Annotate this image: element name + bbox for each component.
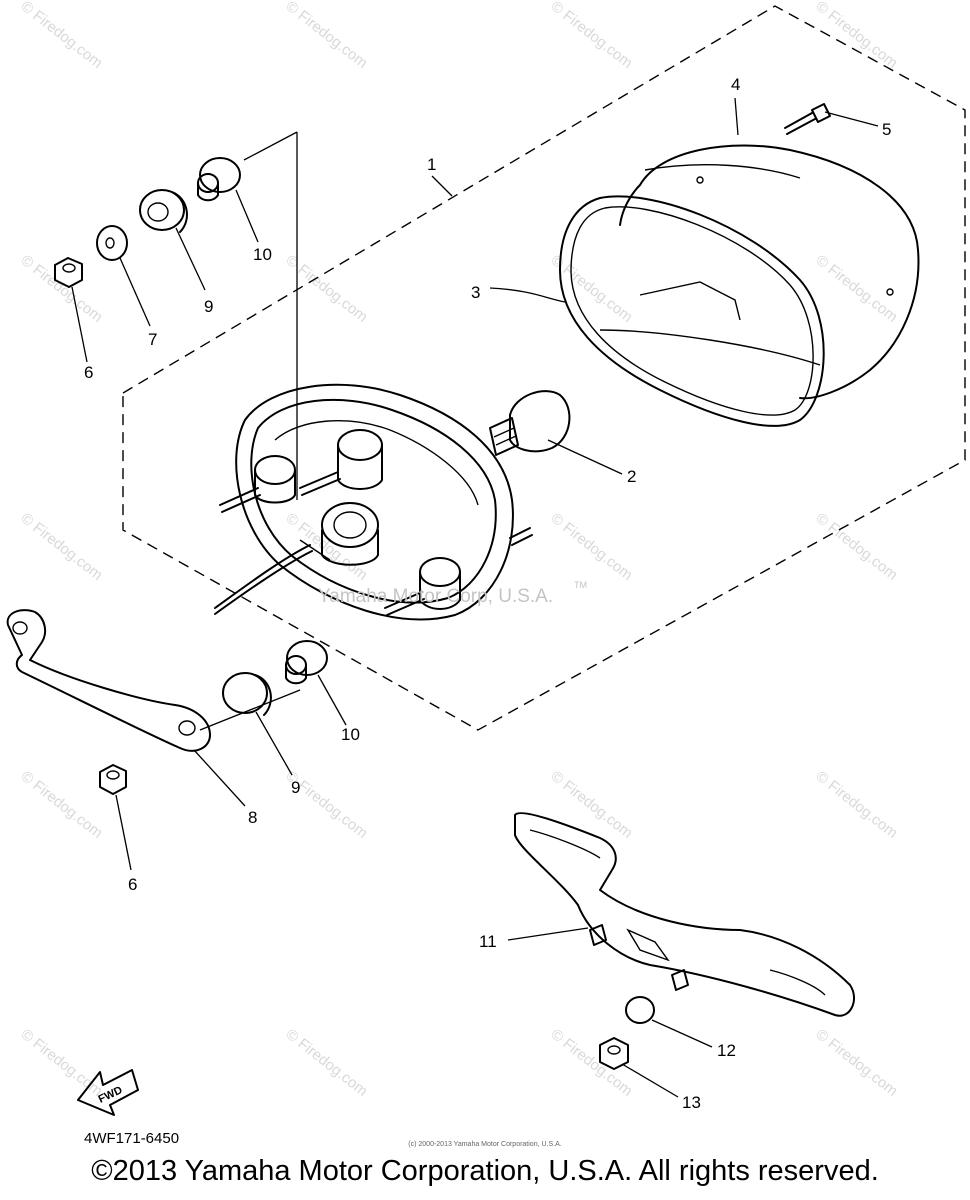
callout-10-upper: 10: [253, 245, 272, 264]
footer-copyright: ©2013 Yamaha Motor Corporation, U.S.A. A…: [91, 1155, 879, 1187]
screw: [784, 103, 831, 135]
collar-upper: [197, 157, 241, 202]
washer-lower: [625, 996, 655, 1024]
watermark: © Firedog.com: [813, 768, 901, 842]
washer: [96, 225, 128, 261]
watermark: © Firedog.com: [813, 0, 901, 72]
watermark: © Firedog.com: [813, 1026, 901, 1100]
reference-line: [243, 131, 298, 161]
callout-8: 8: [248, 808, 257, 827]
watermark: © Firedog.com: [548, 1026, 636, 1100]
license-bracket: [514, 812, 855, 1017]
watermark: © Firedog.com: [548, 768, 636, 842]
watermark: © Firedog.com: [813, 252, 901, 326]
callout-labels: 1 2 3 4 5 6 6 7 8 9 9 10 10 11 12 13: [84, 75, 891, 1112]
watermark: © Firedog.com: [18, 510, 106, 584]
watermark: © Firedog.com: [18, 1026, 106, 1100]
watermark-layer: © Firedog.com © Firedog.com © Firedog.co…: [18, 0, 901, 1100]
nut-flange: [599, 1037, 629, 1070]
callout-10-lower: 10: [341, 725, 360, 744]
center-watermark-tm: TM: [574, 580, 587, 590]
watermark: © Firedog.com: [283, 0, 371, 72]
callout-4: 4: [731, 75, 740, 94]
callout-7: 7: [148, 330, 157, 349]
assembly-boundary: [122, 5, 966, 731]
nut-upper: [54, 257, 83, 288]
callout-11: 11: [479, 932, 497, 951]
callout-3: 3: [471, 283, 480, 302]
bulb: [489, 390, 571, 456]
leader-lines: [71, 97, 879, 1098]
diagram-code: 4WF171-6450: [84, 1130, 180, 1147]
watermark: © Firedog.com: [283, 252, 371, 326]
callout-12: 12: [717, 1041, 736, 1060]
watermark: © Firedog.com: [18, 768, 106, 842]
nut-lower: [99, 764, 127, 795]
watermark: © Firedog.com: [283, 1026, 371, 1100]
center-watermark: Yamaha Motor Corp, U.S.A.: [318, 586, 553, 607]
callout-6-lower: 6: [128, 875, 137, 894]
callout-9-lower: 9: [291, 778, 300, 797]
footer-small-copyright: (c) 2000-2013 Yamaha Motor Corporation, …: [408, 1141, 562, 1148]
watermark: © Firedog.com: [548, 0, 636, 72]
stay-bracket: [6, 609, 211, 752]
callout-9-upper: 9: [204, 297, 213, 316]
lens-housing: [599, 144, 920, 400]
reference-line: [199, 689, 301, 731]
watermark: © Firedog.com: [548, 510, 636, 584]
callout-2: 2: [627, 467, 636, 486]
taillight-base: [214, 383, 533, 621]
gasket: [559, 195, 825, 427]
callout-6-upper: 6: [84, 363, 93, 382]
callout-1: 1: [427, 155, 436, 174]
grommet-lower: [222, 672, 272, 716]
callout-13: 13: [682, 1093, 701, 1112]
watermark: © Firedog.com: [18, 252, 106, 326]
grommet-upper: [139, 189, 188, 233]
callout-5: 5: [882, 120, 891, 139]
watermark: © Firedog.com: [18, 0, 106, 72]
collar-lower: [285, 640, 328, 685]
